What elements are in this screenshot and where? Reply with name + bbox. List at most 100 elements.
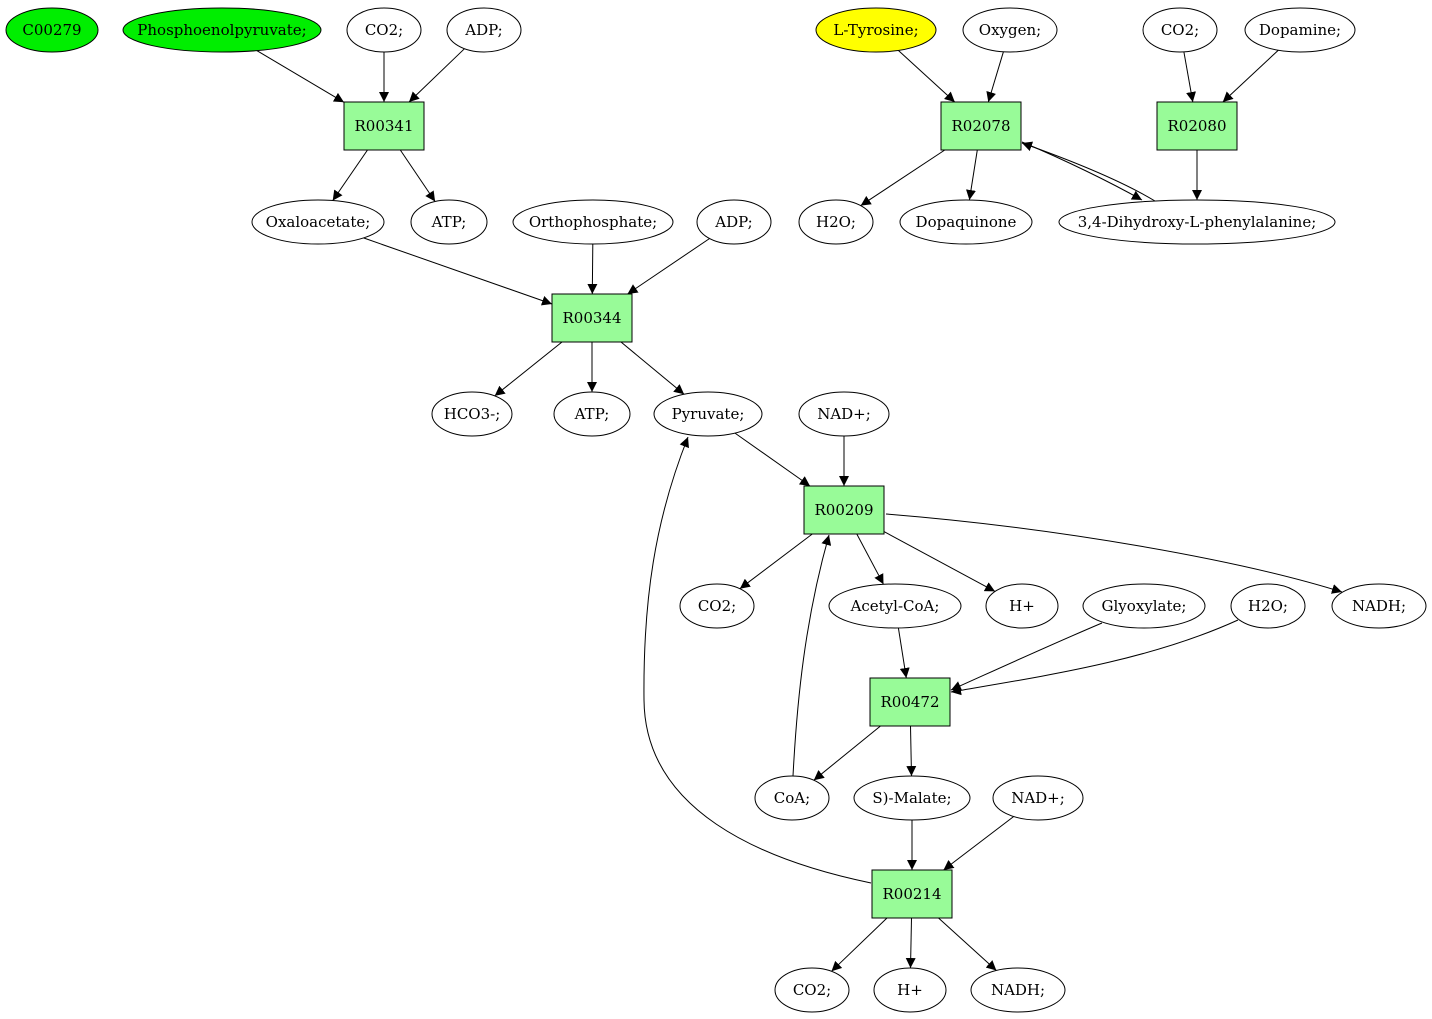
compound-node-oxy[interactable]: Oxygen; (962, 7, 1058, 53)
reaction-node-R00341[interactable]: R00341 (343, 101, 425, 151)
compound-ellipse (828, 583, 962, 629)
compound-ellipse (899, 199, 1033, 245)
edge-h2o_b-to-R00472 (950, 619, 1239, 696)
compound-ellipse (653, 391, 763, 437)
edge-R00472-to-coa (813, 725, 881, 781)
edge-adp_b-to-R00344 (627, 238, 710, 295)
edge-R00209-to-nadh_a (885, 513, 1343, 594)
edge-R00214-to-nadh_b (938, 917, 997, 971)
compound-node-pi[interactable]: Orthophosphate; (512, 199, 674, 245)
reaction-box (940, 101, 1022, 151)
compound-node-h_a[interactable]: H+ (985, 583, 1059, 629)
edge-R00341-to-oaa (332, 149, 368, 201)
edge-R00214-to-pyr (643, 436, 872, 884)
reaction-box (1156, 101, 1238, 151)
edge-R02078-to-h2o_a (860, 149, 946, 207)
compound-ellipse (985, 583, 1059, 629)
node-label: H2O; (1248, 597, 1288, 615)
node-label: R00214 (882, 885, 941, 903)
reaction-node-R00472[interactable]: R00472 (869, 677, 951, 727)
edge-oaa-to-R00344 (363, 237, 553, 306)
compound-node-glyox[interactable]: Glyoxylate; (1082, 583, 1206, 629)
node-label: Pyruvate; (672, 405, 745, 423)
node-label: Glyoxylate; (1102, 597, 1187, 615)
compound-node-co2_c[interactable]: CO2; (679, 583, 755, 629)
compound-ellipse (853, 775, 971, 821)
compound-node-co2_a[interactable]: CO2; (346, 7, 422, 53)
edge-R02078-to-dopaq (966, 149, 978, 201)
node-label: ATP; (574, 405, 610, 423)
edge-pi-to-R00344 (587, 243, 598, 295)
compound-node-atp_b[interactable]: ATP; (553, 391, 631, 437)
edge-adp_a-to-R00341 (408, 48, 465, 103)
reaction-node-R02078[interactable]: R02078 (940, 101, 1022, 151)
compound-ellipse (970, 967, 1066, 1013)
edge-pep-to-R00341 (256, 50, 345, 103)
compound-node-dopamine[interactable]: Dopamine; (1244, 7, 1356, 53)
compound-node-h2o_a[interactable]: H2O; (798, 199, 874, 245)
node-label: Acetyl-CoA; (850, 597, 940, 615)
node-label: R02080 (1167, 117, 1226, 135)
compound-ellipse (815, 7, 937, 53)
compound-ellipse (774, 967, 850, 1013)
edge-R00209-to-co2_c (739, 533, 813, 590)
edge-nad_b-to-R00214 (943, 816, 1015, 871)
edge-R02078-to-ldopa (1021, 141, 1143, 201)
reaction-node-R00344[interactable]: R00344 (551, 293, 633, 343)
compound-node-pep[interactable]: Phosphoenolpyruvate; (122, 7, 322, 53)
compound-node-tyr[interactable]: L-Tyrosine; (815, 7, 937, 53)
node-label: H+ (897, 981, 923, 999)
node-label: CoA; (774, 789, 810, 807)
edge-tyr-to-R02078 (897, 50, 956, 103)
compound-node-dopaq[interactable]: Dopaquinone (899, 199, 1033, 245)
reaction-node-R00209[interactable]: R00209 (803, 485, 885, 535)
compound-node-pyr[interactable]: Pyruvate; (653, 391, 763, 437)
compound-node-co2_b[interactable]: CO2; (1142, 7, 1218, 53)
edge-layer (256, 48, 1343, 972)
node-label: 3,4-Dihydroxy-L-phenylalanine; (1078, 213, 1317, 231)
node-label: H2O; (816, 213, 856, 231)
compound-node-adp_a[interactable]: ADP; (446, 7, 522, 53)
node-label: CO2; (698, 597, 736, 615)
compound-node-oaa[interactable]: Oxaloacetate; (251, 199, 385, 245)
compound-node-ldopa[interactable]: 3,4-Dihydroxy-L-phenylalanine; (1058, 199, 1336, 245)
edge-R00209-to-accoa (856, 533, 884, 585)
node-label: CO2; (1161, 21, 1199, 39)
node-label: Dopamine; (1259, 21, 1341, 39)
compound-ellipse (410, 199, 488, 245)
edge-oxy-to-R02078 (986, 51, 1004, 103)
compound-node-coa[interactable]: CoA; (754, 775, 830, 821)
compound-node-nad_b[interactable]: NAD+; (992, 775, 1084, 821)
compound-node-nad_a[interactable]: NAD+; (798, 391, 890, 437)
compound-ellipse (346, 7, 422, 53)
compound-node-nadh_a[interactable]: NADH; (1331, 583, 1427, 629)
reaction-node-R02080[interactable]: R02080 (1156, 101, 1238, 151)
edge-R00209-to-h_a (883, 531, 996, 592)
compound-ellipse (992, 775, 1084, 821)
node-label: Orthophosphate; (529, 213, 657, 231)
compound-ellipse (251, 199, 385, 245)
compound-node-adp_b[interactable]: ADP; (696, 199, 772, 245)
compound-node-h_b[interactable]: H+ (873, 967, 947, 1013)
node-label: H+ (1009, 597, 1035, 615)
compound-ellipse (1082, 583, 1206, 629)
compound-ellipse (873, 967, 947, 1013)
compound-node-hco3[interactable]: HCO3-; (431, 391, 513, 437)
reaction-node-R00214[interactable]: R00214 (871, 869, 953, 919)
edge-glyox-to-R00472 (950, 622, 1103, 691)
edge-accoa-to-R00472 (897, 627, 910, 679)
node-label: R00209 (814, 501, 873, 519)
edge-pyr-to-R00209 (734, 432, 811, 487)
compound-ellipse (446, 7, 522, 53)
compound-ellipse (696, 199, 772, 245)
node-label: Phosphoenolpyruvate; (137, 21, 306, 39)
compound-node-accoa[interactable]: Acetyl-CoA; (828, 583, 962, 629)
compound-node-atp_a[interactable]: ATP; (410, 199, 488, 245)
compound-node-co2_d[interactable]: CO2; (774, 967, 850, 1013)
compound-node-malate[interactable]: S)-Malate; (853, 775, 971, 821)
compound-node-c00279[interactable]: C00279 (5, 7, 99, 53)
compound-ellipse (5, 7, 99, 53)
compound-node-h2o_b[interactable]: H2O; (1230, 583, 1306, 629)
compound-node-nadh_b[interactable]: NADH; (970, 967, 1066, 1013)
